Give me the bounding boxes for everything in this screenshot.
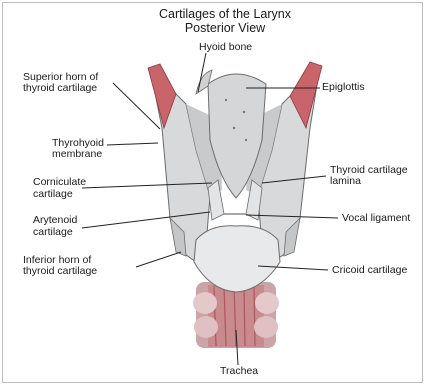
label-corniculate-line2: cartilage [33,189,73,200]
label-superior-horn-line2: thyroid cartilage [23,83,97,94]
label-cricoid: Cricoid cartilage [332,265,407,276]
label-inferior-horn-line2: thyroid cartilage [23,266,97,277]
label-vocal-ligament: Vocal ligament [342,213,410,224]
label-arytenoid-line2: cartilage [33,227,73,238]
label-hyoid-bone: Hyoid bone [199,42,252,53]
label-corniculate-line1: Corniculate [33,177,86,188]
label-thyrohyoid-line2: membrane [52,149,102,160]
label-epiglottis: Epiglottis [322,82,365,93]
label-arytenoid-line1: Arytenoid [33,215,77,226]
label-thyroid-lamina-line2: lamina [330,176,361,187]
label-trachea: Trachea [220,366,258,377]
